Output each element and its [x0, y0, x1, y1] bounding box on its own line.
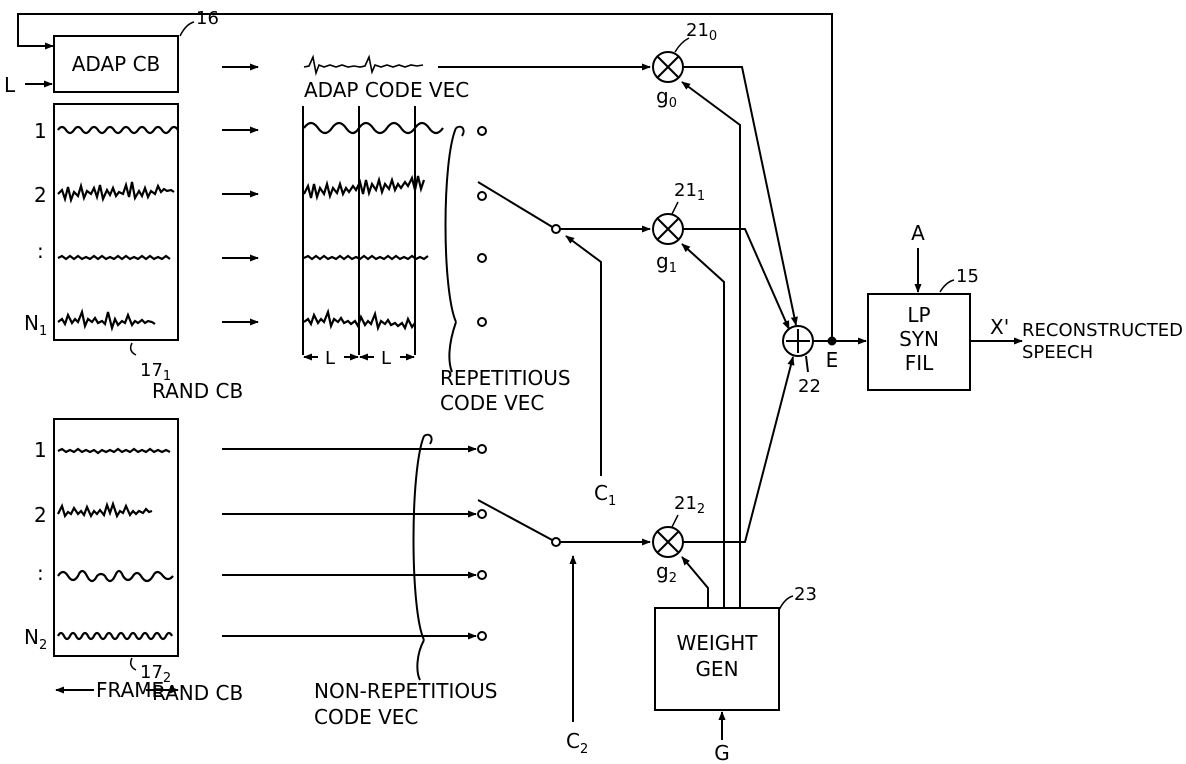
mult0-gain: g0: [656, 84, 677, 111]
adaptive-codebook-box: [53, 35, 179, 93]
mult2-ref: 212: [674, 493, 705, 517]
rand1-row-label-dots: :: [37, 239, 44, 263]
random-codebook-1-box: [53, 103, 179, 341]
segment-L-1: L: [325, 348, 335, 369]
adder-ref: 22: [798, 376, 821, 397]
A-input-label: A: [911, 221, 925, 245]
rep-switch-arm: [477, 181, 555, 229]
node-E: [827, 336, 837, 346]
gain-g0-line: [681, 81, 741, 607]
mult0-to-adder-line: [683, 66, 798, 326]
adder: [782, 325, 814, 357]
weight-gen-box: [654, 607, 780, 711]
mult0-ref: 210: [686, 20, 717, 44]
input-L-label: L: [4, 73, 16, 97]
rand2-row2-waveform: [57, 500, 153, 519]
ref-171-leader: [129, 342, 137, 356]
rand1-rowN-waveform: [57, 308, 156, 332]
filter-ref: 15: [956, 266, 979, 287]
ref-16: 16: [196, 8, 219, 29]
ref-22-leader: [805, 355, 809, 373]
segment-L-2: L: [381, 348, 391, 369]
rep-terminal-3: [477, 253, 487, 263]
ref-211-leader: [671, 201, 679, 215]
feedback-line: [17, 13, 833, 338]
repetitious-bracket: [444, 125, 465, 373]
rand1-row2-waveform: [57, 181, 175, 204]
nonrep-terminal-3: [477, 570, 487, 580]
speech-label: SPEECH: [1022, 342, 1093, 363]
rep-vector-3: [303, 254, 429, 261]
control-C1-label: C1: [594, 481, 616, 509]
rand1-ref: 171: [140, 360, 171, 384]
gain-g2-line: [681, 556, 709, 607]
random-codebook-2-box: [53, 418, 179, 657]
mult2-gain: g2: [656, 559, 677, 586]
rep-terminal-1: [477, 126, 487, 136]
gain-g1-line: [681, 243, 725, 607]
rand1-row-label-N: N1: [24, 311, 47, 339]
reconstructed-label: RECONSTRUCTED: [1022, 320, 1183, 341]
non-repetitious-bracket: [412, 433, 433, 681]
ref-212-leader: [671, 514, 679, 528]
weight-gen-line2: GEN: [695, 657, 738, 681]
rand2-row-label-2: 2: [34, 503, 47, 527]
adaptive-code-vector-waveform: [303, 54, 424, 76]
multiplier-1: [652, 213, 684, 245]
rep-vector-2: [303, 174, 426, 202]
ref-210-leader: [674, 37, 690, 53]
rep-vector-4: [303, 308, 416, 332]
output-X-label: X': [990, 315, 1009, 339]
rand2-row3-waveform: [57, 569, 174, 583]
rep-vector-1: [303, 121, 444, 135]
rand1-row-label-1: 1: [34, 119, 47, 143]
repetitious-label-line1: REPETITIOUS: [440, 366, 571, 390]
ref-16-leader: [179, 21, 195, 37]
nonrep-terminal-1: [477, 444, 487, 454]
adaptive-code-vector-label: ADAP CODE VEC: [304, 78, 469, 102]
rand2-name: RAND CB: [152, 681, 243, 705]
mult1-ref: 211: [674, 180, 705, 204]
rand2-row-label-1: 1: [34, 438, 47, 462]
rep-switch-pivot: [551, 224, 561, 234]
non-repetitious-label-line1: NON-REPETITIOUS: [314, 679, 497, 703]
ref-23-leader: [778, 595, 794, 611]
multiplier-0: [652, 51, 684, 83]
weight-gen-ref: 23: [794, 584, 817, 605]
rand1-row-label-2: 2: [34, 183, 47, 207]
frame-label: FRAME: [96, 678, 164, 702]
rep-terminal-2: [477, 191, 487, 201]
filter-line1: LP: [907, 303, 930, 327]
rand2-row-label-N: N2: [24, 625, 47, 653]
node-E-label: E: [826, 348, 839, 372]
mult2-to-adder-line: [683, 356, 795, 543]
ref-15-leader: [939, 279, 955, 293]
filter-line2: SYN: [899, 327, 939, 351]
rep-terminal-4: [477, 317, 487, 327]
nonrep-terminal-2: [477, 509, 487, 519]
mult1-gain: g1: [656, 249, 677, 276]
rand1-name: RAND CB: [152, 379, 243, 403]
nonrep-terminal-4: [477, 631, 487, 641]
nonrep-switch-arm: [477, 499, 555, 542]
control-C2-label: C2: [566, 729, 588, 757]
ref-172-leader: [129, 657, 137, 671]
filter-line3: FIL: [905, 351, 934, 375]
rand2-row1-waveform: [57, 447, 171, 455]
G-input-label: G: [714, 741, 730, 764]
nonrep-switch-pivot: [551, 537, 561, 547]
multiplier-2: [652, 526, 684, 558]
rand2-ref: 172: [140, 662, 171, 686]
rand1-row1-waveform: [57, 125, 179, 135]
non-repetitious-label-line2: CODE VEC: [314, 705, 418, 729]
repetitious-label-line2: CODE VEC: [440, 391, 544, 415]
rand2-row-label-dots: :: [37, 561, 44, 585]
adaptive-codebook-label: ADAP CB: [72, 52, 161, 76]
control-C1-line: [565, 235, 602, 476]
rand1-row3-waveform: [57, 254, 171, 261]
mult1-to-adder-line: [683, 228, 790, 330]
weight-gen-line1: WEIGHT: [676, 631, 758, 655]
rand2-rowN-waveform: [57, 631, 173, 641]
